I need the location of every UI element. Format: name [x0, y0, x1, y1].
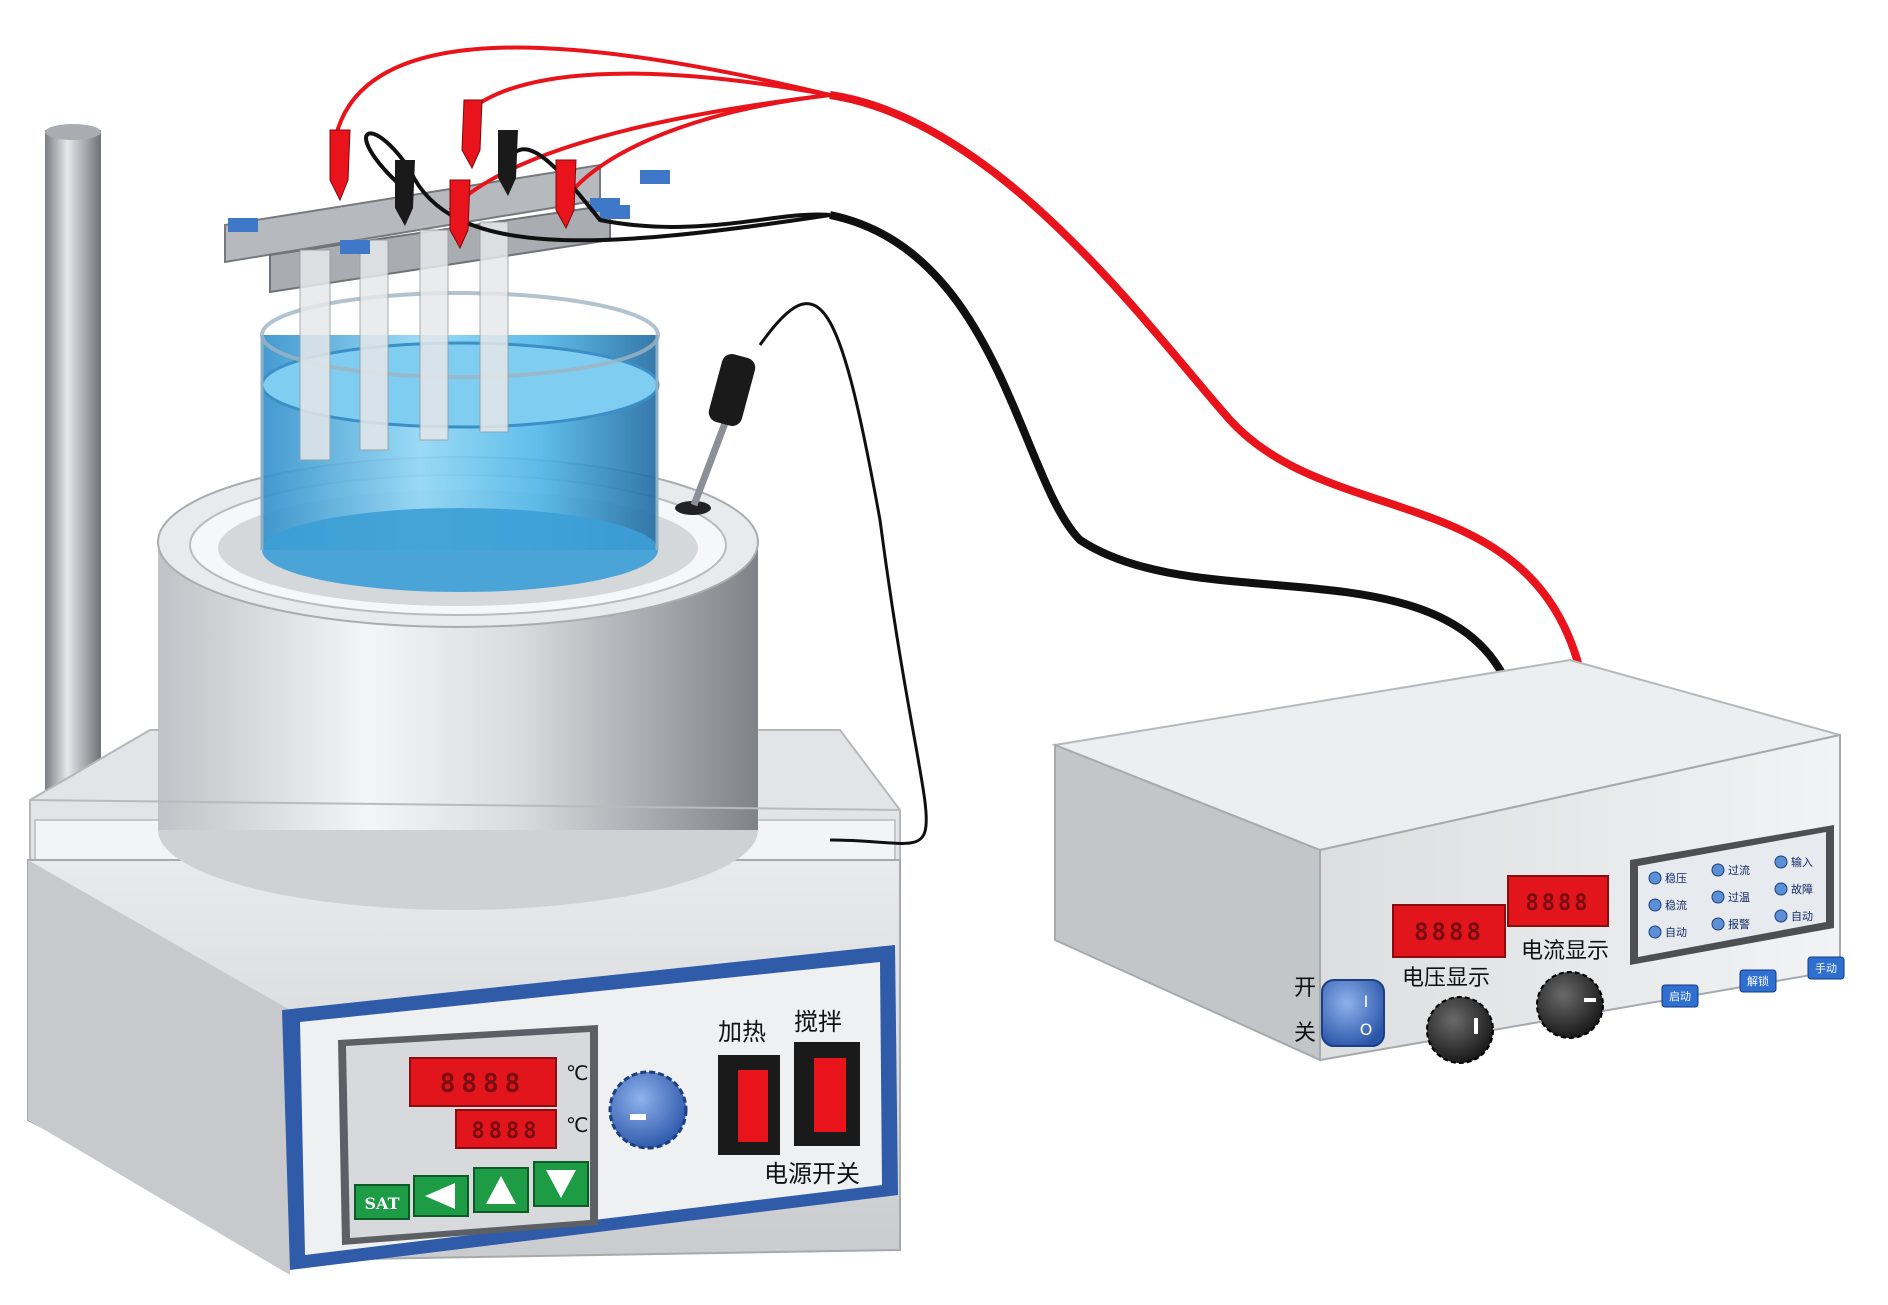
indicator-label: 自动 — [1665, 926, 1687, 939]
temperature-probe — [690, 354, 756, 507]
switch-off-mark: O — [1360, 1020, 1373, 1039]
speed-knob[interactable] — [608, 1070, 688, 1150]
voltage-display-text: 8888 — [1414, 918, 1484, 946]
red-leads — [333, 45, 1584, 672]
indicator-label: 输入 — [1791, 855, 1813, 869]
temperature-display-1-text: 8888 — [440, 1069, 527, 1099]
power-switch[interactable]: I O — [1321, 979, 1385, 1047]
current-display-text: 8888 — [1526, 891, 1591, 916]
heat-switch[interactable] — [718, 1055, 780, 1155]
plate-edge — [29, 799, 901, 811]
power-supply-button[interactable]: 启动 — [1661, 984, 1699, 1008]
dc-power-supply: 8888 8888 电压显示 电流显示 开 关 I O — [1051, 658, 1841, 1064]
power-supply-button-label: 手动 — [1815, 961, 1837, 975]
indicator-label: 稳压 — [1665, 871, 1687, 885]
voltage-display — [1392, 904, 1506, 958]
power-supply-button-label: 解锁 — [1747, 974, 1769, 988]
temperature-unit-2: ℃ — [566, 1113, 588, 1137]
indicator-light: 稳流 — [1648, 898, 1687, 912]
voltage-knob[interactable] — [1426, 996, 1494, 1064]
indicator-label: 稳流 — [1665, 898, 1687, 912]
power-supply-button-face[interactable] — [1739, 969, 1777, 993]
indicator-led — [1648, 925, 1662, 939]
indicator-label: 过温 — [1728, 891, 1750, 904]
left-arrow-button[interactable] — [413, 1175, 469, 1217]
indicator-led — [1711, 890, 1725, 904]
stirrer-control-panel: 8888 ℃ 8888 ℃ SAT 加热 搅拌 — [282, 945, 898, 1270]
set-button-label: SAT — [365, 1194, 400, 1213]
indicator-light: 自动 — [1648, 925, 1687, 939]
indicator-light: 报警 — [1711, 917, 1750, 931]
left-arrow-icon — [425, 1183, 455, 1209]
indicator-light: 过流 — [1711, 863, 1750, 877]
temperature-unit-1: ℃ — [566, 1061, 588, 1085]
alligator-clips — [329, 99, 577, 250]
down-arrow-button[interactable] — [533, 1161, 589, 1207]
indicator-light: 自动 — [1774, 909, 1813, 923]
beaker — [260, 291, 660, 592]
down-arrow-icon — [546, 1170, 576, 1198]
indicator-label: 过流 — [1728, 863, 1750, 877]
indicator-label: 报警 — [1728, 917, 1750, 931]
temperature-display-2-text: 8888 — [472, 1119, 541, 1144]
power-supply-button[interactable]: 手动 — [1807, 956, 1845, 980]
indicator-light: 过温 — [1711, 890, 1750, 904]
indicator-led — [1711, 917, 1725, 931]
power-supply-button-face[interactable] — [1807, 956, 1845, 980]
indicator-led — [1648, 871, 1662, 885]
power-supply-button-face[interactable] — [1661, 984, 1699, 1008]
stir-label: 搅拌 — [794, 1008, 842, 1036]
stir-switch[interactable] — [794, 1042, 860, 1146]
indicator-led — [1774, 882, 1788, 896]
indicator-light: 稳压 — [1648, 871, 1687, 885]
up-arrow-button[interactable] — [473, 1167, 529, 1213]
current-display — [1507, 875, 1609, 927]
temperature-display-1 — [409, 1057, 557, 1107]
indicator-label: 自动 — [1791, 910, 1813, 923]
switch-on-mark: I — [1364, 992, 1369, 1011]
set-button[interactable]: SAT — [354, 1184, 410, 1220]
power-switch-label: 电源开关 — [764, 1160, 860, 1188]
indicator-label: 故障 — [1791, 882, 1813, 896]
indicator-light: 故障 — [1774, 882, 1813, 896]
indicator-led — [1648, 898, 1662, 912]
switch-label-off: 关 — [1294, 1021, 1316, 1046]
switch-label-on: 开 — [1294, 976, 1316, 1001]
power-supply-button[interactable]: 解锁 — [1739, 969, 1777, 993]
indicator-led — [1774, 909, 1788, 923]
current-label: 电流显示 — [1521, 939, 1609, 964]
current-knob[interactable] — [1536, 971, 1604, 1039]
indicator-light: 输入 — [1774, 855, 1813, 869]
voltage-label: 电压显示 — [1402, 966, 1490, 991]
temperature-display-2 — [455, 1109, 557, 1149]
black-leads — [364, 131, 1514, 845]
power-supply-buttons: 启动 解锁 手动 — [1661, 956, 1845, 1008]
indicator-led — [1711, 863, 1725, 877]
heat-label: 加热 — [718, 1018, 766, 1046]
up-arrow-icon — [486, 1176, 516, 1204]
support-rod — [45, 124, 101, 830]
power-supply-button-label: 启动 — [1669, 990, 1691, 1003]
indicator-led — [1774, 855, 1788, 869]
